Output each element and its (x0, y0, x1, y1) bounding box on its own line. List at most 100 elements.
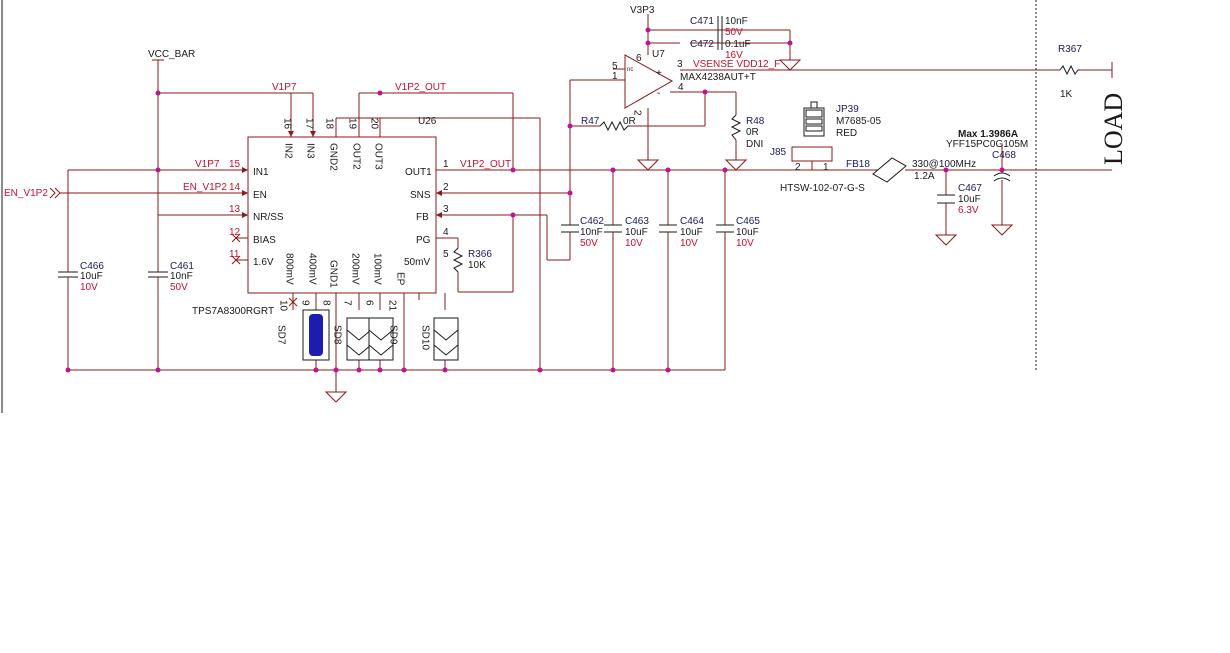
capacitor-c468[interactable]: Max 1.3986A YFF15PC0G105M C468 (946, 129, 1028, 182)
u26-bottom-pins: 800mV 10 400mV 9 GND1 8 200mV 7 100mV 6 … (278, 253, 406, 312)
u26-pin-num: 1 (443, 159, 449, 170)
u26-pin-name: FB (416, 212, 429, 223)
jp39-pin (805, 118, 823, 125)
u26-top-pins: 16 IN2 17 IN3 18 GND2 19 OUT2 20 OUT3 (282, 118, 384, 171)
res-value: 0R (746, 127, 759, 138)
cap-ref: C468 (992, 150, 1016, 161)
u26-pin-num: 15 (229, 159, 241, 170)
net-v1p2-out-top: V1P2_OUT (395, 82, 446, 93)
cap-ref: C464 (680, 216, 704, 227)
u26-pin-name: 100mV (372, 253, 383, 285)
u26-pin-name: PG (416, 235, 431, 246)
jp39-pin (810, 101, 818, 109)
u26-pin-num: 20 (369, 118, 380, 130)
cap-value: 10nF (725, 16, 748, 27)
u26-pin-name: BIAS (253, 235, 276, 246)
u26-pin-num: 9 (300, 300, 311, 306)
capacitor-c462[interactable]: C462 10nF 50V (561, 216, 604, 249)
jp39-pin (805, 109, 823, 118)
u26-pin-num: 19 (347, 118, 358, 130)
sd8-ref: SD8 (332, 325, 343, 345)
u26-pin-name: GND2 (328, 143, 339, 171)
res-ref: R47 (581, 116, 600, 127)
res-ref: R366 (468, 249, 492, 260)
connector-j85[interactable]: J85 2 1 HTSW-102-07-G-S (770, 146, 865, 194)
u26-pin-name: IN2 (283, 143, 294, 159)
u7-plus: + (656, 68, 662, 79)
sd10-pad (433, 344, 459, 356)
capacitor-c464[interactable]: C464 10uF 10V (659, 216, 704, 249)
u26-pin-num: 12 (229, 227, 241, 238)
net-vsense: VSENSE VDD12_F (693, 59, 780, 70)
j85-pin: 2 (795, 162, 801, 173)
capacitor-c471[interactable]: C471 10nF 50V (690, 16, 748, 40)
u26-pin-num: 5 (443, 249, 449, 260)
port-arrow (49, 187, 56, 199)
jumper-jp39[interactable]: JP39 M7685-05 RED (803, 101, 881, 139)
ferrite-bead-fb18[interactable]: FB18 330@100MHz 1.2A (846, 157, 976, 183)
u26-pin-name: GND1 (328, 260, 339, 288)
cap-value: 10uF (736, 227, 759, 238)
u26-pin-name: OUT1 (405, 167, 432, 178)
no-connect-markers (231, 233, 298, 307)
solder-jumper-sd8[interactable]: SD8 (332, 317, 372, 361)
res-note: DNI (746, 139, 763, 150)
cap-voltage: 10V (680, 238, 698, 249)
ground-icon (636, 159, 660, 171)
resistor-r48[interactable]: R48 0R DNI (730, 114, 765, 150)
res-ref: R367 (1058, 44, 1082, 55)
capacitor-c461[interactable]: C461 10nF 50V (148, 255, 194, 293)
load-label: LOAD (1099, 93, 1128, 165)
u26-pin-num: 6 (364, 300, 375, 306)
ground-icon (778, 59, 802, 71)
junctions (65, 27, 1005, 373)
res-ref: R48 (746, 116, 765, 127)
res-value: 10K (468, 260, 486, 271)
solder-jumper-sd9[interactable]: SD9 (368, 317, 399, 361)
u26-pin-num: 13 (229, 204, 241, 215)
u26-pin-name: 1.6V (253, 257, 274, 268)
u26-part: TPS7A8300RGRT (192, 306, 274, 317)
fb18-ref: FB18 (846, 159, 870, 170)
solder-jumper-sd7[interactable]: SD7 (276, 309, 330, 361)
capacitor-c466[interactable]: C466 10uF 10V (58, 261, 104, 293)
regulator-u26[interactable]: U26 TPS7A8300RGRT 15 IN1 14 EN 13 NR/SS … (192, 116, 449, 317)
u26-pin-name: 200mV (350, 253, 361, 285)
u7-pin: 5 (612, 61, 618, 72)
ground-icon (724, 159, 748, 171)
net-v1p7-in: V1P7 (195, 159, 220, 170)
port-label: EN_V1P2 (4, 188, 48, 199)
u26-pin-num: 7 (342, 300, 353, 306)
nc-x-icon (231, 233, 241, 243)
cap-voltage: 6.3V (958, 205, 979, 216)
capacitor-c465[interactable]: C465 10uF 10V (716, 216, 760, 249)
resistor-r366[interactable]: R366 10K (452, 247, 492, 273)
u26-pin-num: 16 (282, 118, 293, 130)
cap-value: 10uF (80, 271, 103, 282)
capacitor-c472[interactable]: C472 0.1uF 16V (690, 38, 751, 61)
jp39-color: RED (836, 128, 857, 139)
sd8-pad (346, 329, 372, 341)
sd8-pad (346, 344, 372, 356)
solder-jumper-sd10[interactable]: SD10 (420, 317, 459, 361)
cap-voltage: 50V (170, 282, 188, 293)
u26-pin-num: 14 (229, 182, 241, 193)
off-page-port-en-v1p2[interactable]: EN_V1P2 (4, 187, 61, 199)
u7-pin: 2 (632, 110, 643, 116)
cap-ref: C472 (690, 39, 714, 50)
cap-voltage: 10V (736, 238, 754, 249)
resistor-r47[interactable]: R47 0R (581, 116, 636, 132)
u26-pin-name: 400mV (307, 253, 318, 285)
sd9-frame (368, 317, 394, 361)
cap-note: Max 1.3986A (958, 129, 1018, 140)
u26-pin-name: OUT3 (373, 143, 384, 170)
capacitor-c467[interactable]: C467 10uF 6.3V (937, 183, 982, 216)
sd7-bridge (309, 314, 323, 356)
res-value: 0R (623, 116, 636, 127)
resistor-r367[interactable]: R367 1K (1058, 44, 1082, 100)
opamp-u7[interactable]: U7 MAX4238AUT+T 6 5 1 3 4 2 + - nc (612, 49, 756, 116)
capacitor-c463[interactable]: C463 10uF 10V (604, 216, 649, 249)
u26-pin-num: 17 (304, 118, 315, 130)
u26-pin-name: NR/SS (253, 212, 284, 223)
